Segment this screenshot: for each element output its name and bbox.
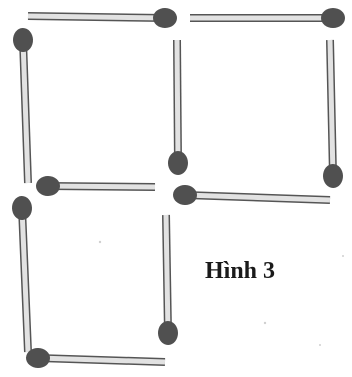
match-head	[321, 8, 345, 28]
matchstick-body	[28, 16, 165, 18]
matchstick-body	[166, 215, 168, 333]
speck	[99, 241, 101, 243]
matchstick-body	[177, 40, 178, 163]
matchstick-body	[48, 186, 155, 187]
figure-caption: Hình 3	[205, 258, 275, 284]
match-head	[168, 151, 188, 175]
matchstick-body	[330, 40, 333, 176]
speck	[264, 322, 266, 324]
speck	[342, 255, 344, 257]
speck	[319, 344, 321, 346]
